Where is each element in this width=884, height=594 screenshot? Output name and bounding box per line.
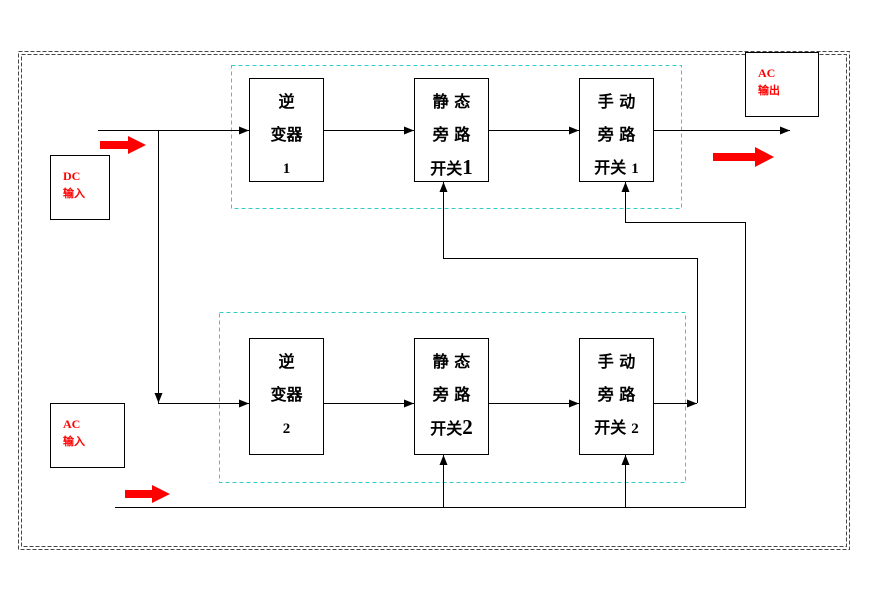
manual-bypass-2-label-line2: 旁 路 bbox=[597, 385, 636, 404]
inverter-1-block: 逆 变器 1 bbox=[249, 78, 324, 182]
ac-output-label-line1: AC bbox=[758, 66, 776, 80]
static-bypass-switch-1-block: 静 态 旁 路 开关1 bbox=[414, 78, 489, 182]
ac-output-terminal: AC 输出 bbox=[745, 52, 819, 117]
dc-input-terminal: DC 输入 bbox=[50, 155, 110, 220]
wire-manual-2-to-static-1 bbox=[439, 182, 698, 403]
inverter-2-label-line1: 逆 bbox=[278, 352, 295, 371]
module-group-1 bbox=[231, 65, 682, 209]
ac-input-terminal: AC 输入 bbox=[50, 403, 125, 468]
static-bypass-switch-2-block: 静 态 旁 路 开关2 bbox=[414, 338, 489, 455]
ac-output-flow-arrow bbox=[713, 147, 774, 167]
ac-input-label-line2: 输入 bbox=[63, 435, 85, 448]
static-bypass-2-label-line3: 开关 bbox=[430, 419, 463, 438]
wire-ac-input-to-manual-1 bbox=[115, 182, 746, 508]
ac-input-flow-arrow bbox=[125, 485, 170, 503]
ac-output-label-line2: 输出 bbox=[758, 84, 780, 97]
system-boundary-inner bbox=[21, 54, 847, 547]
inverter-1-label-line1: 逆 bbox=[278, 92, 295, 111]
manual-bypass-1-label-line2: 旁 路 bbox=[597, 125, 636, 144]
inverter-2-block: 逆 变器 2 bbox=[249, 338, 324, 455]
module-group-2 bbox=[219, 312, 686, 483]
dc-input-flow-arrow bbox=[100, 136, 146, 154]
static-bypass-1-label-line1: 静 态 bbox=[432, 92, 471, 111]
inverter-2-number: 2 bbox=[282, 421, 291, 437]
inverter-1-number: 1 bbox=[282, 161, 291, 177]
static-bypass-1-label-line2: 旁 路 bbox=[432, 125, 471, 144]
static-bypass-1-label-line3: 开关 bbox=[430, 159, 463, 178]
static-bypass-2-label-line2: 旁 路 bbox=[432, 385, 471, 404]
manual-bypass-1-label-line1: 手 动 bbox=[597, 92, 636, 111]
manual-bypass-2-label-line3: 开关 bbox=[594, 418, 627, 437]
manual-bypass-2-label-line1: 手 动 bbox=[597, 352, 636, 371]
system-boundary-outer bbox=[18, 51, 850, 550]
static-bypass-1-number: 1 bbox=[462, 155, 473, 179]
manual-bypass-1-number: 1 bbox=[631, 161, 639, 177]
manual-bypass-2-number: 2 bbox=[631, 421, 639, 437]
dc-input-label-line1: DC bbox=[63, 169, 81, 183]
manual-bypass-1-label-line3: 开关 bbox=[594, 158, 627, 177]
inverter-1-label-line2: 变器 bbox=[270, 125, 303, 144]
static-bypass-2-label-line1: 静 态 bbox=[432, 352, 471, 371]
dc-input-label-line2: 输入 bbox=[63, 187, 85, 200]
ac-input-label-line1: AC bbox=[63, 417, 81, 431]
static-bypass-2-number: 2 bbox=[462, 415, 473, 439]
inverter-2-label-line2: 变器 bbox=[270, 385, 303, 404]
